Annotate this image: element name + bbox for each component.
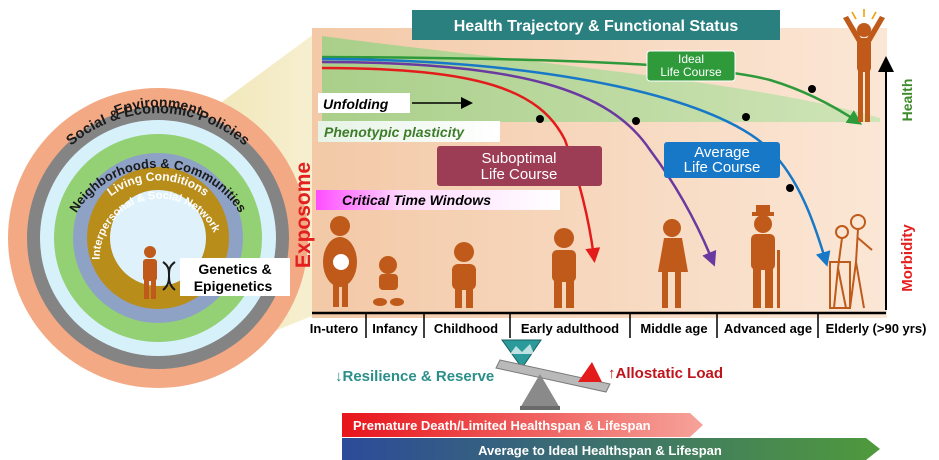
average-curve xyxy=(321,57,831,267)
adult-figure-icon xyxy=(552,228,576,308)
suboptimal-line1: Suboptimal xyxy=(481,150,556,167)
exposome-label: Exposome xyxy=(292,162,315,268)
stage-in-utero: In-utero xyxy=(310,321,358,336)
purple-curve xyxy=(321,60,717,267)
suboptimal-line2: Life Course xyxy=(481,166,558,183)
plasticity-label: Phenotypic plasticity xyxy=(324,124,465,140)
critical-box xyxy=(316,190,560,210)
core-label-box xyxy=(180,258,290,296)
average-line1: Average xyxy=(694,144,750,161)
stage-childhood: Childhood xyxy=(434,321,498,336)
infant-figure-icon xyxy=(373,256,404,306)
allostatic-label: ↑Allostatic Load xyxy=(608,365,723,382)
ring-label-institutions: Institutions xyxy=(120,64,195,84)
healthy-person-icon xyxy=(843,16,885,122)
sun-rays-icon xyxy=(851,9,877,20)
premature-label: Premature Death/Limited Healthspan & Lif… xyxy=(353,418,651,433)
axis-morbidity-label: Morbidity xyxy=(899,224,916,292)
unfolding-label: Unfolding xyxy=(323,96,389,112)
plasticity-box xyxy=(318,121,500,142)
seesaw-icon xyxy=(495,339,611,410)
child-figure-icon xyxy=(452,242,476,308)
dna-icon xyxy=(162,261,176,291)
pregnant-figure-icon xyxy=(323,216,357,307)
middle-age-figure-icon xyxy=(658,219,688,308)
age-axis-ticks xyxy=(365,313,819,338)
stage-early-adulthood: Early adulthood xyxy=(521,321,619,336)
stage-infancy: Infancy xyxy=(372,321,418,336)
axis-health-label: Health xyxy=(899,79,915,122)
core-label-line1: Genetics & xyxy=(198,261,271,277)
ideal-box xyxy=(646,50,736,82)
stage-elderly: Elderly (>90 yrs) xyxy=(826,321,927,336)
average-line2: Life Course xyxy=(684,159,761,176)
ideal-line1: Ideal xyxy=(678,52,704,66)
suboptimal-box xyxy=(437,146,602,186)
core-label-line2: Epigenetics xyxy=(194,278,273,294)
stage-middle-age: Middle age xyxy=(640,321,707,336)
age-figures xyxy=(323,205,780,308)
ideal-line2: Life Course xyxy=(660,65,722,79)
resilience-label: ↓Resilience & Reserve xyxy=(335,368,494,385)
unfolding-box xyxy=(318,93,410,113)
title-box xyxy=(412,10,780,40)
advanced-age-figure-icon xyxy=(751,205,780,308)
stage-advanced-age: Advanced age xyxy=(724,321,812,336)
average-span-label: Average to Ideal Healthspan & Lifespan xyxy=(478,443,722,458)
critical-label: Critical Time Windows xyxy=(342,192,491,208)
suboptimal-curve xyxy=(321,66,601,263)
average-box xyxy=(664,142,780,178)
nested-circles xyxy=(8,88,308,388)
average-span-arrow xyxy=(342,438,880,460)
body-figure-icon xyxy=(143,246,157,299)
premature-arrow xyxy=(342,413,703,437)
elderly-figures-icon xyxy=(829,214,873,309)
title: Health Trajectory & Functional Status xyxy=(454,18,739,35)
